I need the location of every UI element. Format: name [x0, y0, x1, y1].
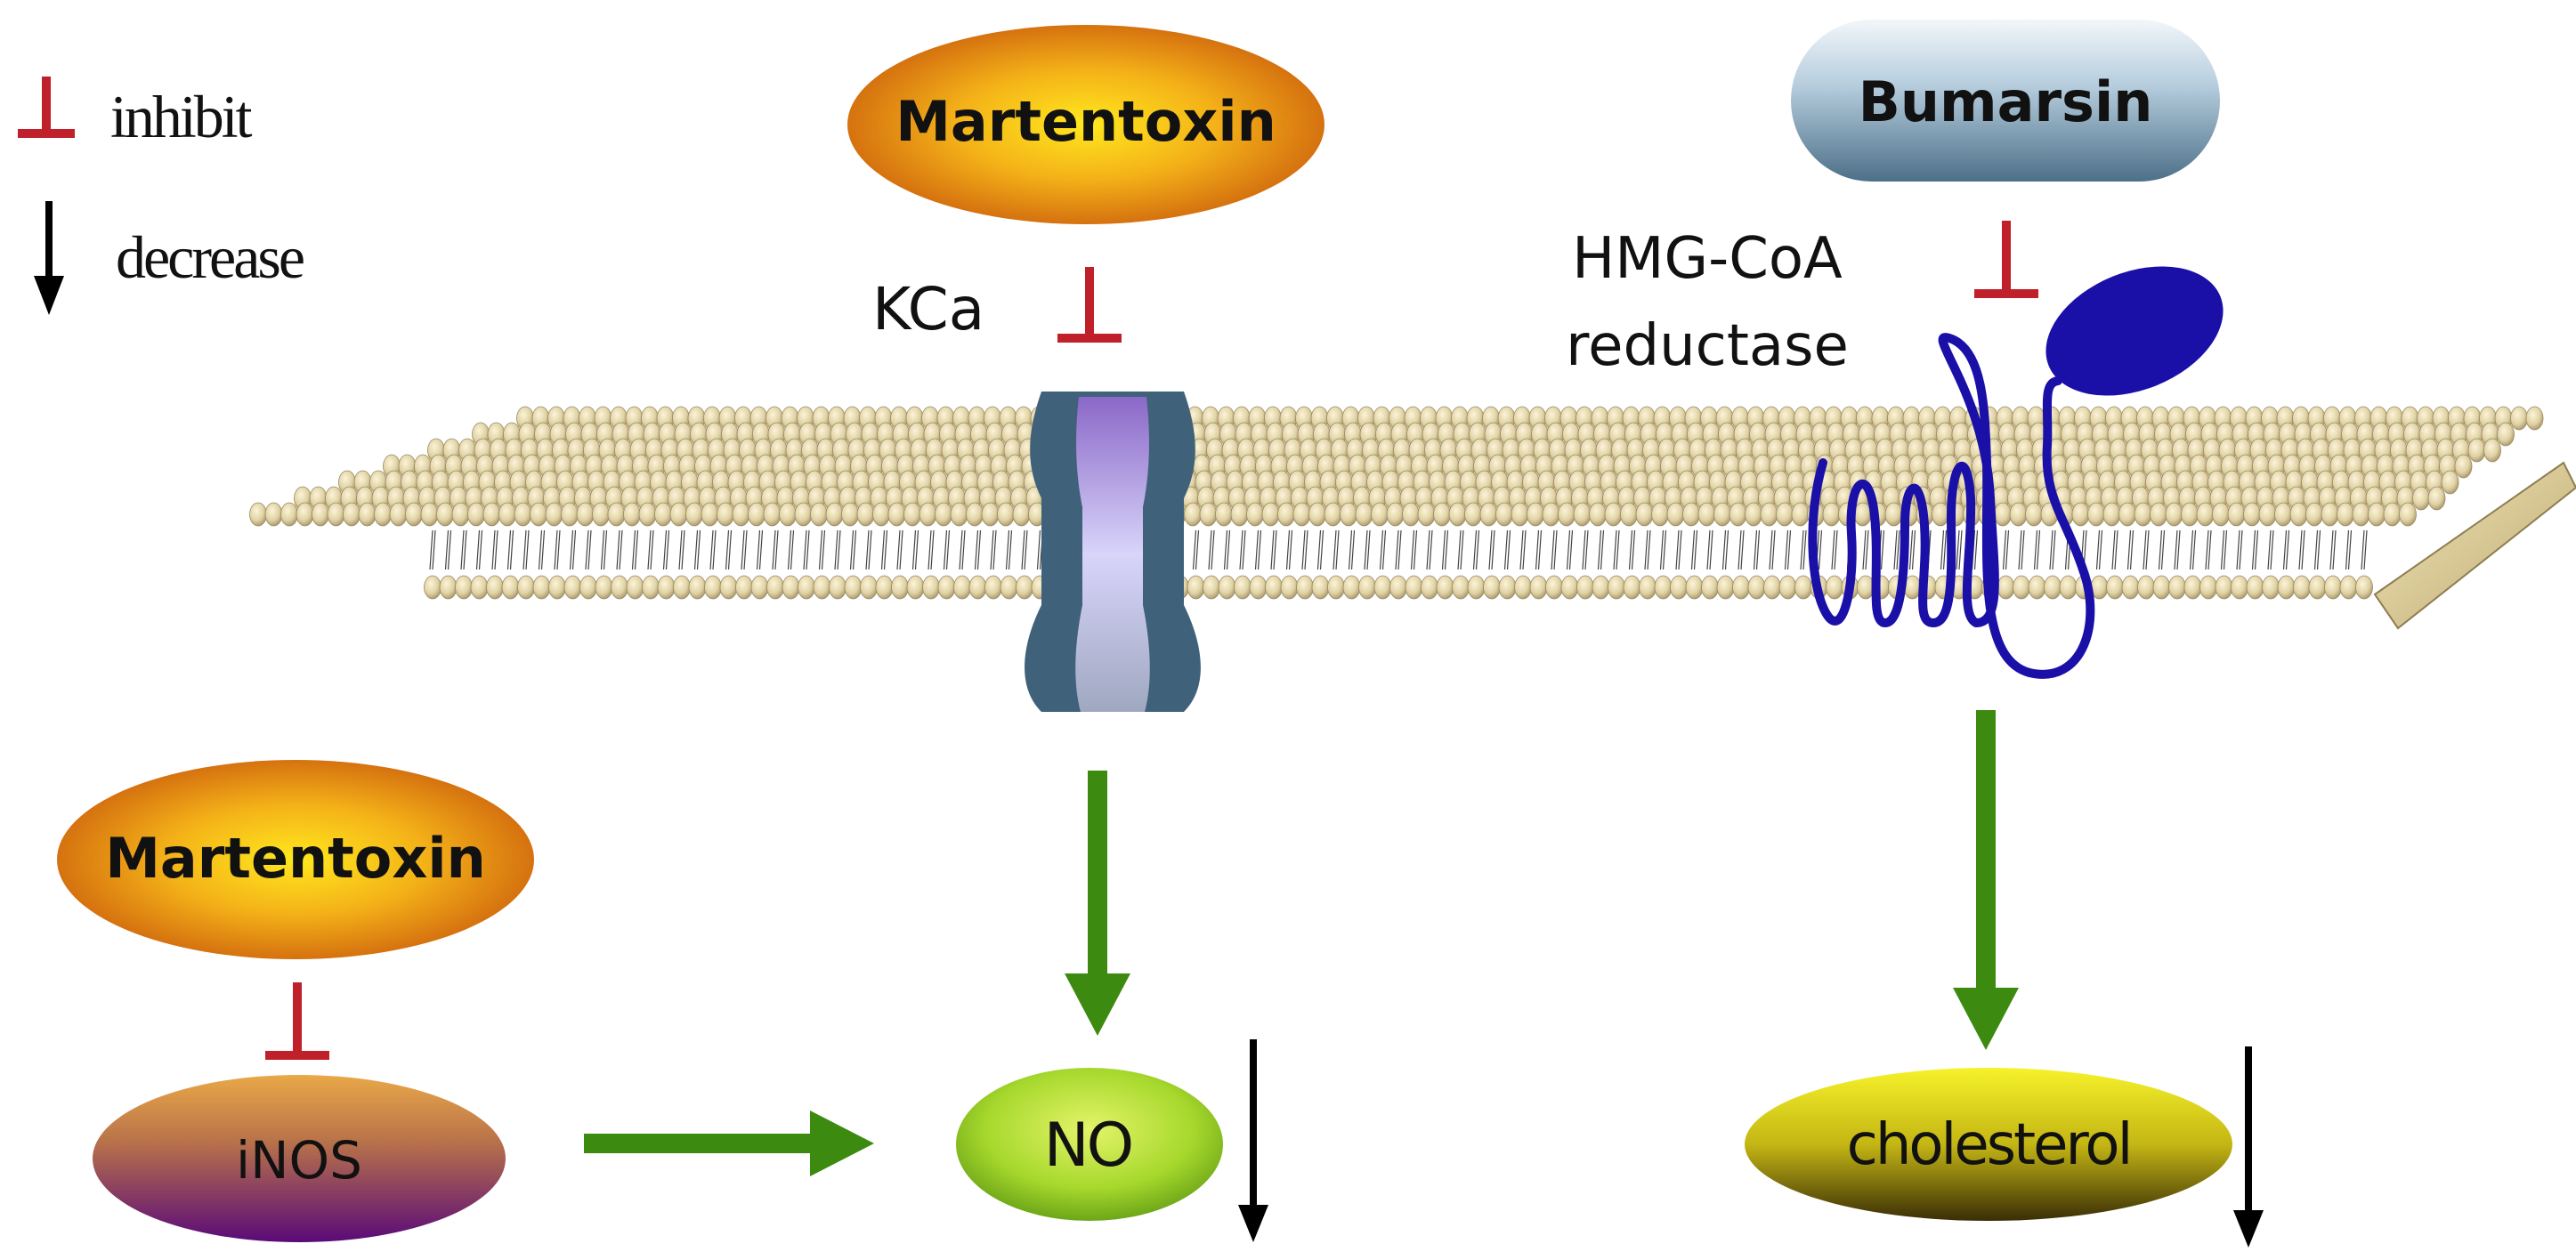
inhibit-inos-icon	[265, 982, 329, 1060]
arrow-inos-to-no-icon	[584, 1111, 874, 1176]
cell-membrane	[249, 406, 2576, 630]
martentoxin-left-node: Martentoxin	[57, 760, 534, 959]
hmg-coa-label-line2: reductase	[1566, 313, 1849, 379]
kca-channel-icon	[1025, 392, 1201, 712]
legend: inhibit decrease	[18, 77, 306, 315]
legend-inhibit-label: inhibit	[110, 83, 253, 150]
bumarsin-label: Bumarsin	[1859, 69, 2153, 134]
decrease-cholesterol-arrow-icon	[2233, 1046, 2264, 1248]
cholesterol-label: cholesterol	[1847, 1112, 2131, 1178]
inhibit-symbol-icon	[18, 77, 75, 138]
inhibit-reductase-icon	[1974, 221, 2038, 298]
decrease-no-arrow-icon	[1238, 1039, 1268, 1242]
legend-decrease-label: decrease	[116, 223, 304, 291]
decrease-arrow-icon	[34, 201, 64, 315]
martentoxin-top-node: Martentoxin	[847, 25, 1324, 224]
inos-node: iNOS	[93, 1075, 506, 1242]
inhibit-kca-icon	[1057, 267, 1122, 343]
martentoxin-top-label: Martentoxin	[895, 89, 1276, 154]
lipid-heads	[249, 406, 2544, 600]
membrane-edge	[2373, 461, 2576, 630]
kca-label: KCa	[872, 275, 984, 343]
inos-label: iNOS	[236, 1130, 362, 1191]
hmg-coa-label-line1: HMG-CoA	[1572, 226, 1843, 292]
cholesterol-node: cholesterol	[1745, 1068, 2232, 1221]
arrow-kca-to-no-icon	[1065, 771, 1130, 1036]
no-node: NO	[956, 1068, 1223, 1221]
no-label: NO	[1044, 1111, 1131, 1181]
arrow-reductase-to-cholesterol-icon	[1953, 710, 2019, 1050]
hmg-coa-reductase-icon	[1808, 266, 2224, 679]
bumarsin-node: Bumarsin	[1791, 20, 2220, 182]
martentoxin-left-label: Martentoxin	[105, 826, 486, 891]
